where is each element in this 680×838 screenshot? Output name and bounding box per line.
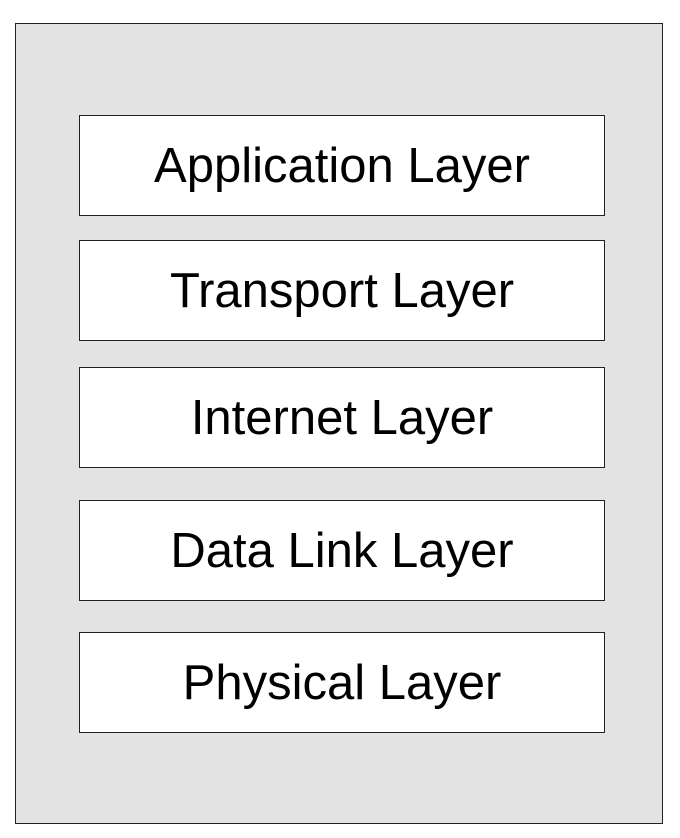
application-layer-label: Application Layer <box>154 138 530 193</box>
transport-layer-box: Transport Layer <box>79 240 605 341</box>
physical-layer-label: Physical Layer <box>182 655 502 710</box>
internet-layer-label: Internet Layer <box>190 390 494 445</box>
transport-layer-label: Transport Layer <box>169 263 515 318</box>
data-link-layer-box: Data Link Layer <box>79 500 605 601</box>
application-layer-box: Application Layer <box>79 115 605 216</box>
internet-layer-box: Internet Layer <box>79 367 605 468</box>
data-link-layer-label: Data Link Layer <box>170 523 514 578</box>
physical-layer-box: Physical Layer <box>79 632 605 733</box>
